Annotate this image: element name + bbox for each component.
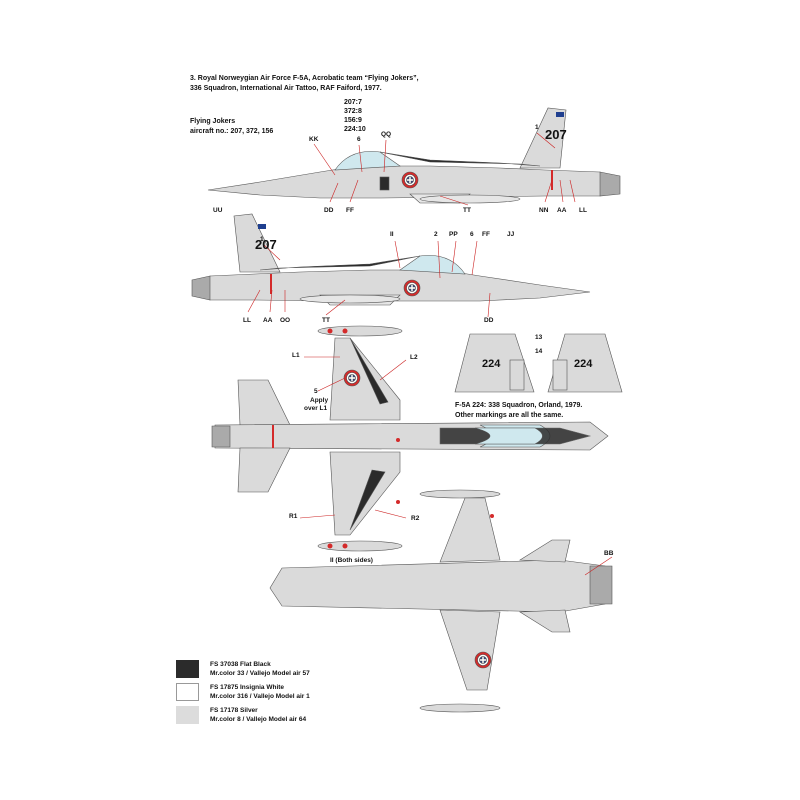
callout-ii: II bbox=[390, 231, 394, 238]
callout-aa-side1: AA bbox=[557, 207, 567, 214]
callout-dd-side2: DD bbox=[484, 317, 494, 324]
callout-leaders bbox=[247, 132, 613, 576]
legend-swatch-black bbox=[176, 660, 199, 678]
callout-r1: R1 bbox=[289, 513, 298, 520]
callout-qq: QQ bbox=[381, 131, 392, 138]
callout-tt-side1: TT bbox=[463, 207, 471, 214]
callout-6-side2: 6 bbox=[470, 231, 474, 238]
callout-6-side1: 6 bbox=[357, 136, 361, 143]
callout-ll-side2: LL bbox=[243, 317, 251, 324]
callout-1-side2: 1 bbox=[260, 236, 264, 243]
serial-alt-fin1: 224 bbox=[482, 358, 501, 370]
callout-bb: BB bbox=[604, 550, 614, 557]
callout-r2: R2 bbox=[411, 515, 420, 522]
serial-alt-fin2: 224 bbox=[574, 358, 593, 370]
callout-apply-over: over L1 bbox=[304, 405, 328, 412]
serial-main-side1: 207 bbox=[545, 127, 567, 142]
callout-apply: Apply bbox=[310, 397, 329, 404]
callout-aa-side2: AA bbox=[263, 317, 273, 324]
bottom-view bbox=[269, 489, 613, 713]
callout-ll-side1: LL bbox=[579, 207, 587, 214]
callout-ff-side1: FF bbox=[346, 207, 354, 214]
callout-ff-side2: FF bbox=[482, 231, 490, 238]
alt-tail-fins bbox=[454, 333, 623, 393]
alt-note-line-1: F-5A 224: 338 Squadron, Orland, 1979. bbox=[455, 402, 583, 409]
callout-ii-both: II (Both sides) bbox=[330, 557, 373, 564]
serial-main-side2: 207 bbox=[255, 237, 277, 252]
legend-white-fs: FS 17875 Insignia White bbox=[210, 684, 285, 691]
legend-black-fs: FS 37038 Flat Black bbox=[210, 661, 271, 668]
callout-2: 2 bbox=[434, 231, 438, 238]
aircraft-code-1: 207:7 bbox=[344, 99, 362, 106]
callout-14: 14 bbox=[535, 348, 543, 355]
legend-silver-mix: Mr.color 8 / Vallejo Model air 64 bbox=[210, 716, 307, 723]
side-view-left bbox=[207, 107, 621, 204]
side-view-right bbox=[191, 213, 591, 306]
callout-5: 5 bbox=[314, 388, 318, 395]
callout-kk: KK bbox=[309, 136, 319, 143]
legend-silver-fs: FS 17178 Silver bbox=[210, 707, 258, 714]
callout-pp: PP bbox=[449, 231, 458, 238]
callout-l2: L2 bbox=[410, 354, 418, 361]
alt-note-line-2: Other markings are all the same. bbox=[455, 412, 564, 419]
aircraft-code-2: 372:8 bbox=[344, 108, 362, 115]
callout-l1: L1 bbox=[292, 352, 300, 359]
legend-swatch-silver bbox=[176, 706, 199, 724]
aircraft-code-4: 224:10 bbox=[344, 126, 366, 133]
legend-white-mix: Mr.color 316 / Vallejo Model air 1 bbox=[210, 693, 310, 700]
title-line-2: 336 Squadron, International Air Tattoo, … bbox=[190, 85, 382, 92]
callout-1-side1: 1 bbox=[535, 124, 539, 131]
legend-swatch-white bbox=[176, 683, 199, 701]
flying-jokers-aircraft: aircraft no.: 207, 372, 156 bbox=[190, 128, 274, 135]
callout-13: 13 bbox=[535, 334, 543, 341]
aircraft-code-3: 156:9 bbox=[344, 117, 362, 124]
flying-jokers-label: Flying Jokers bbox=[190, 118, 236, 125]
callout-dd-side1: DD bbox=[324, 207, 334, 214]
top-view bbox=[211, 325, 609, 552]
callout-nn: NN bbox=[539, 207, 549, 214]
legend-black-mix: Mr.color 33 / Vallejo Model air 57 bbox=[210, 670, 310, 677]
callout-tt-side2: TT bbox=[322, 317, 330, 324]
callout-uu: UU bbox=[213, 207, 223, 214]
callout-jj: JJ bbox=[507, 231, 515, 238]
callout-oo: OO bbox=[280, 317, 291, 324]
title-line-1: 3. Royal Norweygian Air Force F-5A, Acro… bbox=[190, 75, 419, 82]
